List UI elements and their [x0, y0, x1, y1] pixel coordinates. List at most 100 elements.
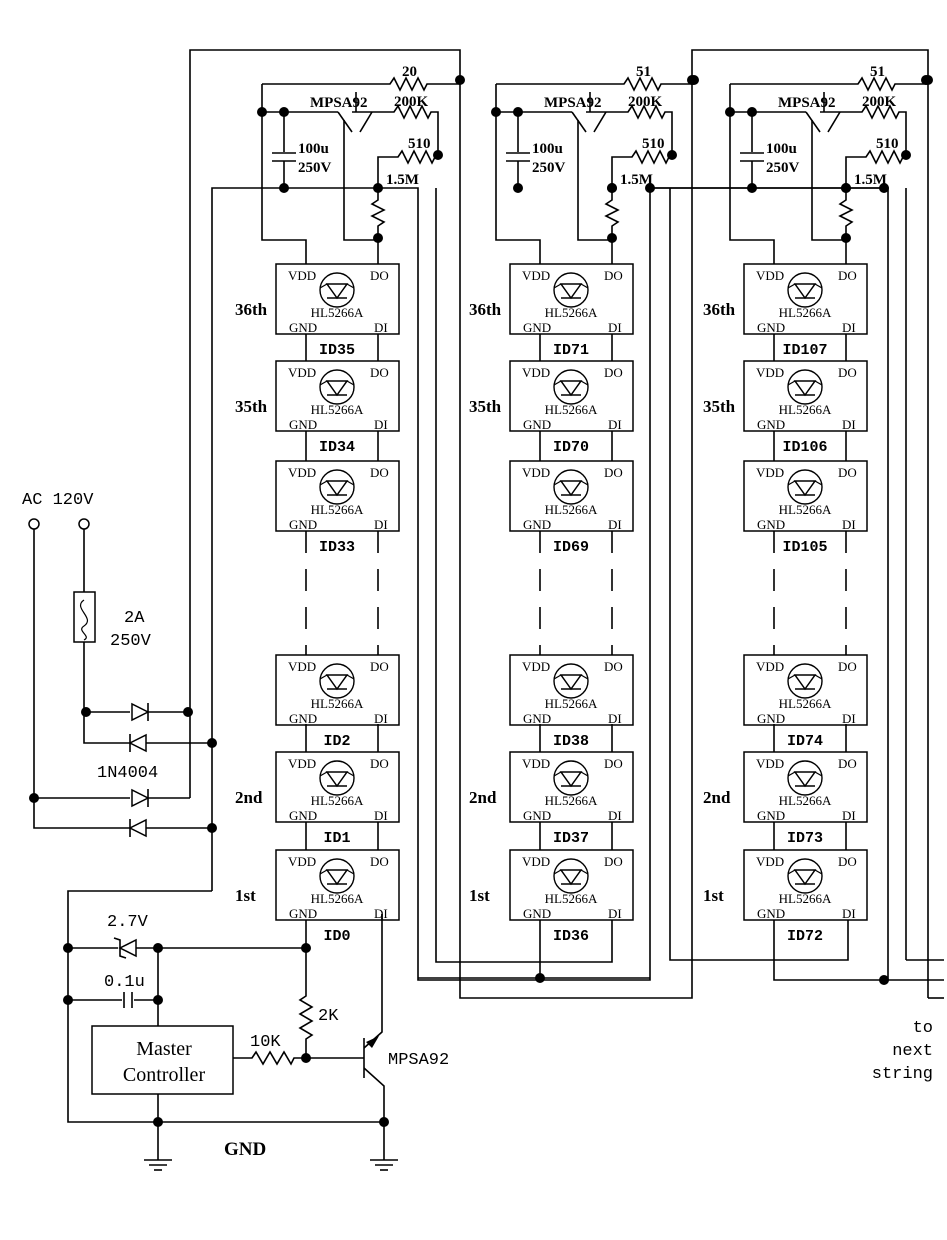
fuse-rating-v: 250V — [110, 632, 152, 651]
led-icon — [319, 369, 355, 405]
pin-do-label: DO — [370, 365, 389, 380]
r-15m-value: 1.5M — [854, 172, 887, 188]
chip-position-label: 2nd — [469, 788, 497, 807]
chip-part-label: HL5266A — [311, 696, 364, 711]
pin-di-label: DI — [374, 320, 388, 335]
pin-di-label: DI — [608, 906, 622, 921]
chip-id-label: ID106 — [782, 439, 827, 456]
chip-part-label: HL5266A — [311, 305, 364, 320]
chip-position-label: 36th — [235, 300, 268, 319]
pin-di-label: DI — [608, 417, 622, 432]
chip-part-label: HL5266A — [311, 502, 364, 517]
chip-part-label: HL5266A — [779, 502, 832, 517]
chip-part-label: HL5266A — [545, 696, 598, 711]
chip-part-label: HL5266A — [545, 793, 598, 808]
string-transistor-icon — [337, 92, 373, 133]
led-icon — [319, 663, 355, 699]
pin-di-label: DI — [374, 808, 388, 823]
pin-gnd-label: GND — [757, 711, 785, 726]
pin-gnd-label: GND — [757, 417, 785, 432]
chip-id-label: ID37 — [553, 830, 589, 847]
pin-do-label: DO — [604, 465, 623, 480]
pin-gnd-label: GND — [523, 417, 551, 432]
string-transistor-icon — [805, 92, 841, 133]
chip-part-label: HL5266A — [545, 891, 598, 906]
chip-position-label: 1st — [703, 886, 724, 905]
pin-di-label: DI — [608, 711, 622, 726]
pin-vdd-label: VDD — [756, 659, 784, 674]
chip-part-label: HL5266A — [545, 502, 598, 517]
pin-do-label: DO — [838, 854, 857, 869]
pin-vdd-label: VDD — [288, 756, 316, 771]
pin-di-label: DI — [608, 320, 622, 335]
cap-voltage: 250V — [298, 160, 332, 176]
led-icon — [787, 760, 823, 796]
chip-part-label: HL5266A — [779, 891, 832, 906]
led-icon — [787, 272, 823, 308]
led-icon — [319, 469, 355, 505]
led-icon — [553, 858, 589, 894]
pin-vdd-label: VDD — [522, 465, 550, 480]
chip-position-label: 35th — [703, 397, 736, 416]
chip-id-label: ID72 — [787, 928, 823, 945]
capacitor-icon — [123, 992, 133, 1008]
pin-di-label: DI — [374, 906, 388, 921]
pin-do-label: DO — [370, 659, 389, 674]
fuse-rating-a: 2A — [124, 609, 145, 628]
ground-icon — [370, 1159, 398, 1171]
r-base-value: 10K — [250, 1033, 281, 1052]
chip-id-label: ID35 — [319, 342, 355, 359]
ground-icon — [144, 1159, 172, 1171]
string-transistor-label: MPSA92 — [310, 95, 368, 111]
chip-id-label: ID69 — [553, 539, 589, 556]
pin-gnd-label: GND — [523, 711, 551, 726]
capacitor-icon — [740, 152, 764, 162]
string-transistor-label: MPSA92 — [544, 95, 602, 111]
svg-text:string: string — [872, 1065, 933, 1084]
led-icon — [553, 369, 589, 405]
master-controller-box — [91, 1025, 234, 1095]
pin-gnd-label: GND — [289, 906, 317, 921]
pin-vdd-label: VDD — [522, 268, 550, 283]
pin-di-label: DI — [608, 808, 622, 823]
pin-do-label: DO — [838, 756, 857, 771]
chip-position-label: 35th — [469, 397, 502, 416]
pin-vdd-label: VDD — [756, 268, 784, 283]
cap-voltage: 250V — [532, 160, 566, 176]
chip-id-label: ID2 — [323, 733, 350, 750]
pin-do-label: DO — [604, 365, 623, 380]
r-series-value: 51 — [636, 64, 651, 80]
chip-part-label: HL5266A — [311, 891, 364, 906]
led-icon — [553, 469, 589, 505]
pin-gnd-label: GND — [289, 320, 317, 335]
capacitor-icon — [506, 152, 530, 162]
bridge-diode-part: 1N4004 — [97, 764, 158, 783]
pin-di-label: DI — [842, 517, 856, 532]
ac-terminal-2 — [78, 518, 90, 530]
r-510-value: 510 — [642, 136, 665, 152]
chip-id-label: ID70 — [553, 439, 589, 456]
pin-do-label: DO — [370, 465, 389, 480]
cap-value: 100u — [298, 141, 329, 157]
pin-do-label: DO — [370, 268, 389, 283]
pin-vdd-label: VDD — [288, 854, 316, 869]
pin-di-label: DI — [842, 417, 856, 432]
pin-di-label: DI — [374, 517, 388, 532]
pin-gnd-label: GND — [757, 517, 785, 532]
zener-value: 2.7V — [107, 913, 149, 932]
pin-di-label: DI — [374, 711, 388, 726]
chip-id-label: ID74 — [787, 733, 823, 750]
chip-part-label: HL5266A — [779, 305, 832, 320]
controller-transistor-icon — [363, 914, 385, 1160]
diode-d1-icon — [131, 702, 150, 722]
